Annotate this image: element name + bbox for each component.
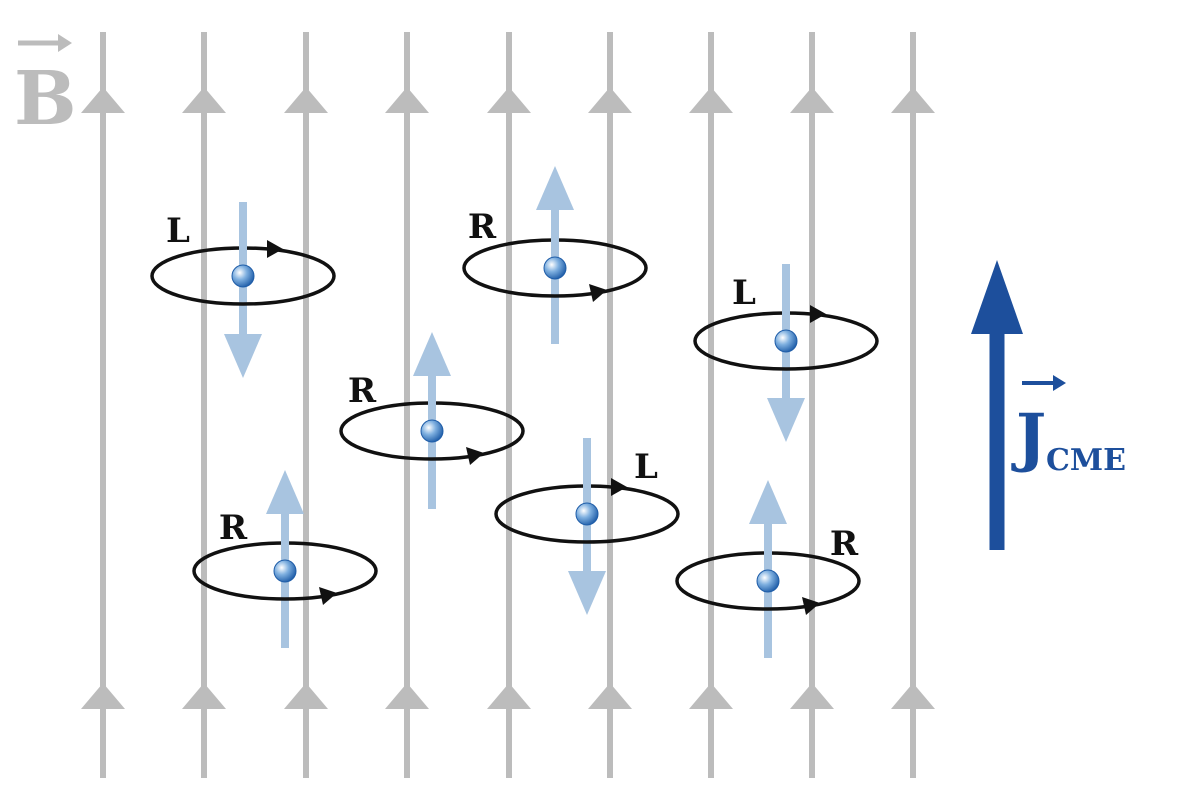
b-symbol: B — [14, 56, 77, 142]
j-vector-arrow-head — [1053, 375, 1066, 391]
spin-arrow-head — [413, 332, 451, 376]
chirality-label: L — [732, 273, 756, 313]
particle: R — [339, 332, 525, 509]
b-vector-arrow-head — [58, 34, 72, 52]
orbit-front — [192, 570, 378, 601]
particle-sphere — [231, 264, 255, 288]
orbit-front — [693, 340, 879, 371]
field-line — [891, 32, 935, 778]
orbit-front — [675, 580, 861, 611]
particle: R — [192, 470, 378, 648]
particle-sphere — [420, 419, 444, 443]
chirality-label: R — [219, 508, 248, 548]
field-arrow-top — [689, 87, 733, 113]
current-arrow-head — [971, 260, 1023, 334]
particle-sphere — [756, 569, 780, 593]
spin-arrow-head — [767, 398, 805, 442]
field-line — [790, 32, 834, 778]
field-arrow-bottom — [588, 683, 632, 709]
field-arrow-top — [790, 87, 834, 113]
particle: R — [675, 480, 861, 658]
field-arrow-top — [891, 87, 935, 113]
field-arrow-bottom — [487, 683, 531, 709]
rotation-arrow-head — [589, 284, 607, 302]
field-arrow-bottom — [385, 683, 429, 709]
rotation-arrow-head — [267, 240, 283, 258]
field-arrow-bottom — [790, 683, 834, 709]
orbit-front — [339, 430, 525, 461]
field-arrow-bottom — [284, 683, 328, 709]
rotation-arrow-head — [611, 478, 627, 496]
orbit-front — [462, 267, 648, 298]
rotation-arrow-head — [802, 597, 820, 615]
particle-sphere — [575, 502, 599, 526]
field-line — [284, 32, 328, 778]
rotation-arrow-head — [466, 447, 484, 465]
chirality-label: R — [830, 524, 859, 564]
rotation-arrow-head — [810, 305, 826, 323]
field-arrow-bottom — [81, 683, 125, 709]
particle-sphere — [273, 559, 297, 583]
current-indicator: J CME — [971, 260, 1126, 550]
chirality-label: R — [348, 371, 377, 411]
field-arrow-top — [81, 87, 125, 113]
particles: L R L R L R R — [150, 166, 879, 658]
field-arrow-bottom — [891, 683, 935, 709]
field-arrow-top — [385, 87, 429, 113]
j-symbol: J — [1011, 400, 1046, 475]
field-line — [689, 32, 733, 778]
particle: L — [150, 202, 336, 378]
particle-sphere — [774, 329, 798, 353]
chirality-label: L — [166, 211, 190, 251]
particle: R — [462, 166, 648, 344]
spin-arrow-head — [266, 470, 304, 514]
orbit-front — [494, 513, 680, 544]
field-line — [81, 32, 125, 778]
particle: L — [494, 438, 680, 615]
particle: L — [693, 264, 879, 442]
b-field-label: B — [14, 34, 77, 142]
spin-arrow-head — [224, 334, 262, 378]
spin-arrow-head — [536, 166, 574, 210]
particle-sphere — [543, 256, 567, 280]
field-arrow-top — [588, 87, 632, 113]
field-arrow-bottom — [182, 683, 226, 709]
j-subscript: CME — [1046, 443, 1126, 478]
chirality-label: L — [634, 447, 658, 487]
rotation-arrow-head — [319, 587, 337, 605]
field-line — [588, 32, 632, 778]
field-arrow-top — [284, 87, 328, 113]
spin-arrow-head — [568, 571, 606, 615]
orbit-front — [150, 275, 336, 306]
spin-arrow-head — [749, 480, 787, 524]
field-arrow-top — [182, 87, 226, 113]
field-line — [182, 32, 226, 778]
field-line — [487, 32, 531, 778]
chirality-label: R — [468, 207, 497, 247]
magnetic-field-lines — [81, 32, 935, 778]
field-arrow-bottom — [689, 683, 733, 709]
field-arrow-top — [487, 87, 531, 113]
